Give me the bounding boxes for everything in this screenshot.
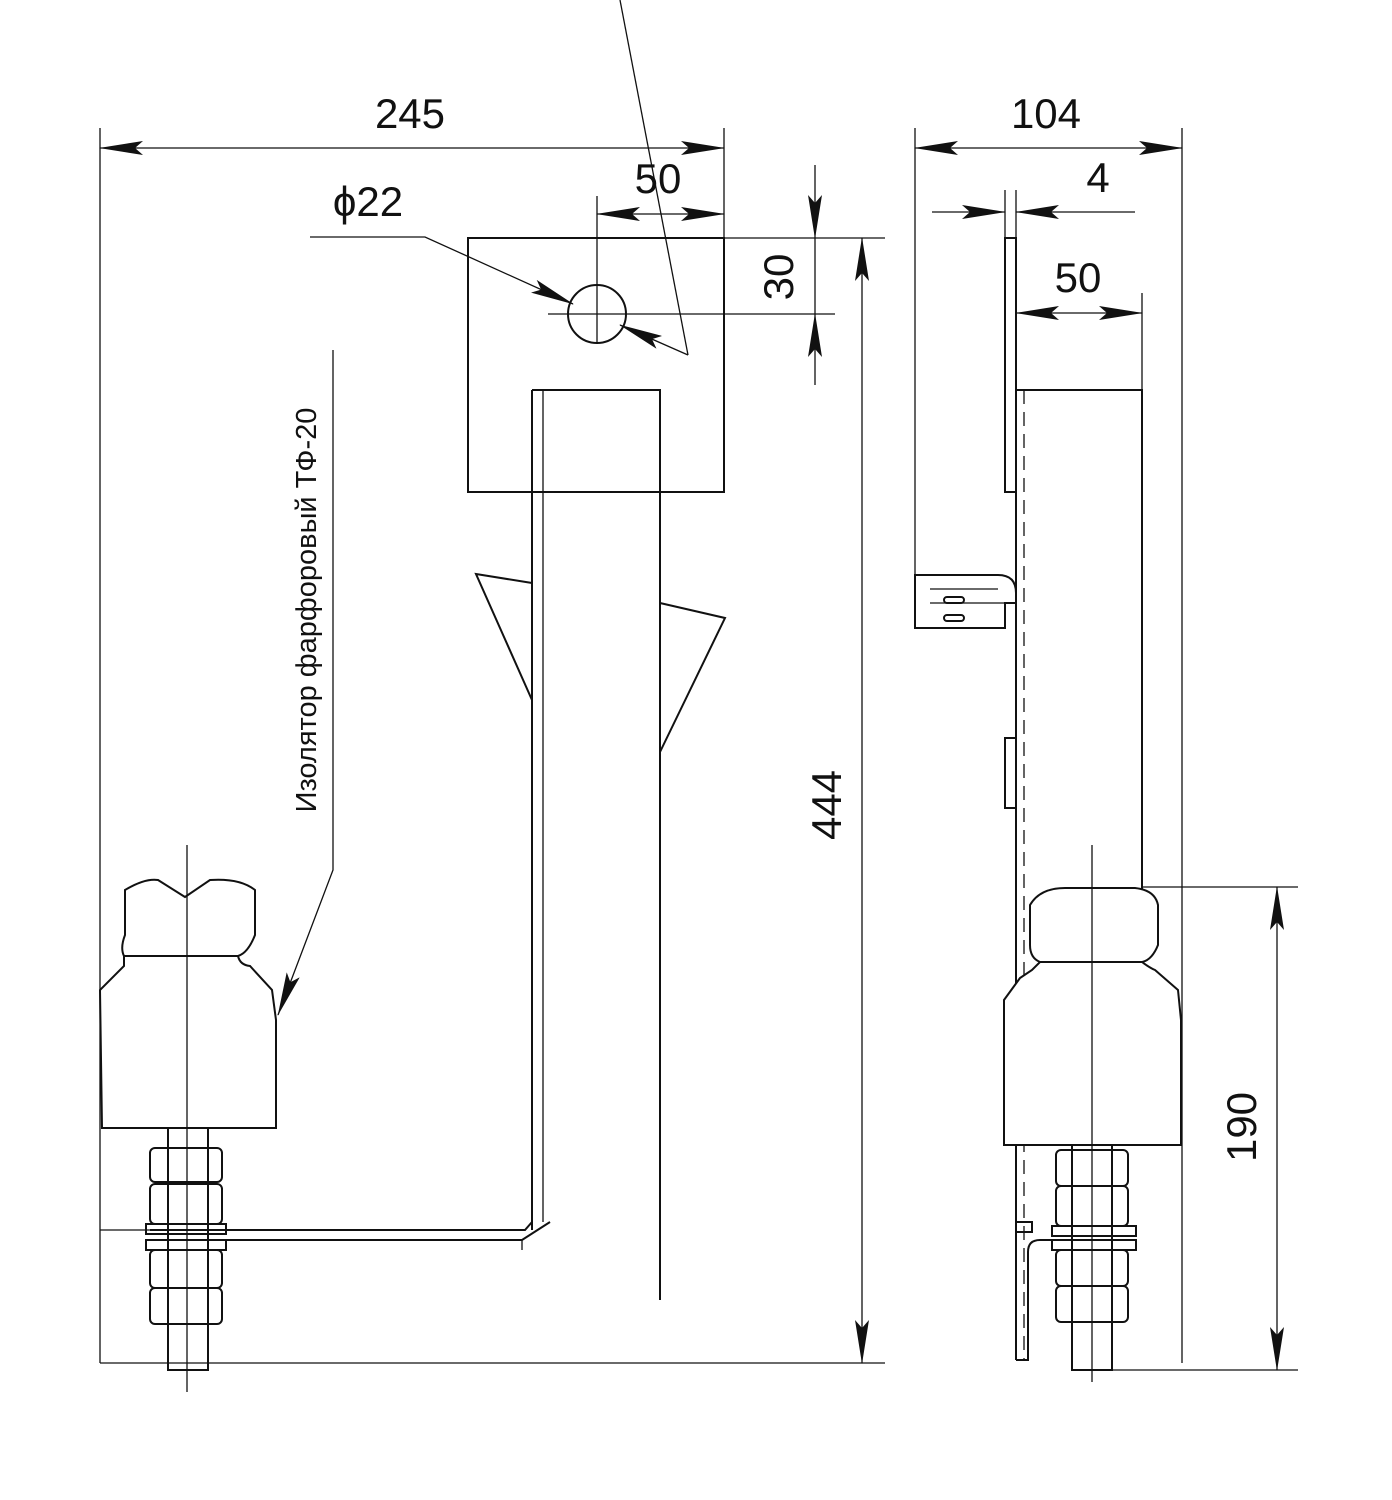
lower-strap-top [150,1221,533,1231]
side-bar [1016,389,1143,895]
insulator-cap [121,878,256,957]
clip-slot-1 [943,596,965,604]
side-washer-top [1051,1225,1137,1237]
dim-side-depth: 104 [1011,90,1081,137]
washer-top [145,1223,227,1235]
hole-diameter-arrow-2 [619,324,689,356]
bracket-bar [532,389,661,1300]
right-gusset [659,601,727,753]
dim-hole-offset: 30 [755,254,802,301]
dim-height-total: 444 [803,770,850,840]
side-strap [1016,1239,1052,1361]
clip-slot-2 [943,614,965,622]
dim-side-bar-width: 50 [1055,254,1102,301]
front-view: 245 50 ϕ22 30 444 Изолятор фарфоровый ТФ… [98,0,885,1392]
left-gusset [474,572,533,701]
washer-bottom [145,1239,227,1251]
nut-4 [149,1287,223,1325]
nut-3 [149,1249,223,1289]
mounting-plate [467,237,725,493]
hole-diameter-leader-2 [619,0,689,356]
insulator-body [98,955,277,1129]
dim-insulator-height: 190 [1218,1092,1265,1162]
dim-plate-width: 50 [635,155,682,202]
side-washer-bottom [1051,1239,1137,1251]
insulator-label-leader [277,350,334,1016]
hole-diameter-leader [310,236,574,305]
dim-width-total: 245 [375,90,445,137]
side-insulator-cap [1029,887,1159,963]
side-plate [1004,237,1017,493]
nut-1 [149,1147,223,1183]
side-clip [914,574,1017,629]
side-gusset [1004,737,1017,809]
side-view: 104 4 50 190 [914,90,1298,1382]
insulator-label: Изолятор фарфоровый ТФ-20 [291,408,323,813]
nut-2 [149,1183,223,1225]
side-strap-tab [1015,1221,1033,1233]
dim-hole-diameter: ϕ22 [333,178,403,225]
dim-plate-thickness: 4 [1086,154,1109,201]
